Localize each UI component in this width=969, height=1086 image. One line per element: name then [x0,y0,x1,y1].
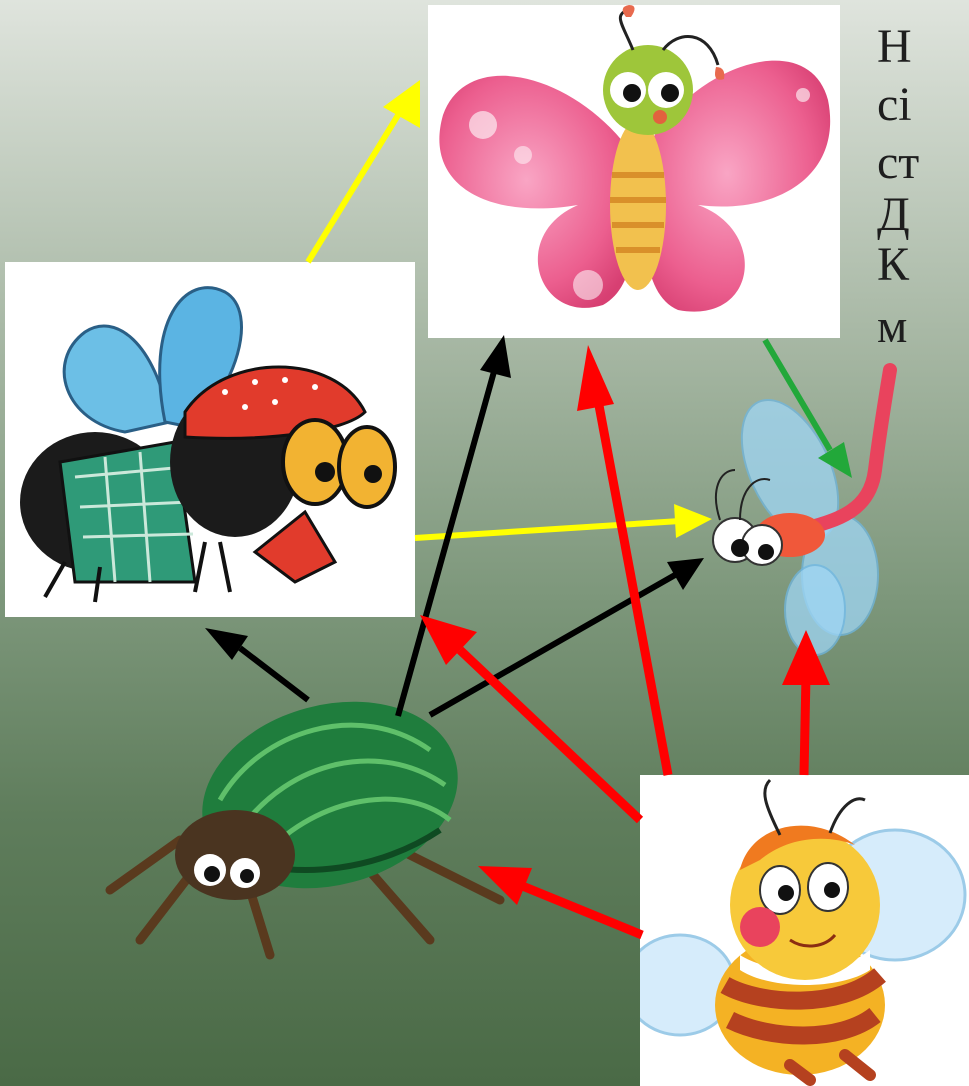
text-line-2: сі [877,76,969,134]
butterfly-card [428,5,840,338]
arrow-bee-to-beetle [520,885,642,935]
arrow-fly-to-dragonfly [415,521,680,538]
arrowhead-beetle-to-fly [205,628,248,660]
dragonfly-figure [700,360,910,660]
bee-icon [640,775,969,1086]
arrowhead-bee-to-fly [420,615,477,665]
butterfly-icon [428,5,840,338]
arrowhead-bee-to-butterfly [577,345,614,411]
beetle-icon [100,690,520,960]
text-line-5: К [877,236,969,294]
fly-icon [5,262,415,617]
slide-text: Н сі ст Д К м [877,18,969,356]
text-line-3: ст [877,134,969,192]
bee-card [640,775,969,1086]
text-line-6: м [877,298,969,356]
arrowhead-beetle-to-dragonfly [667,558,704,590]
arrow-fly-to-butterfly [308,112,400,262]
text-line-1: Н [877,18,969,76]
beetle-figure [100,690,520,960]
fly-card [5,262,415,617]
arrowhead-beetle-to-butterfly [480,335,511,378]
arrow-bee-to-butterfly [598,400,668,775]
dragonfly-icon [700,360,910,660]
arrowhead-fly-to-butterfly [383,80,420,128]
arrow-bee-to-dragonfly [804,675,806,775]
